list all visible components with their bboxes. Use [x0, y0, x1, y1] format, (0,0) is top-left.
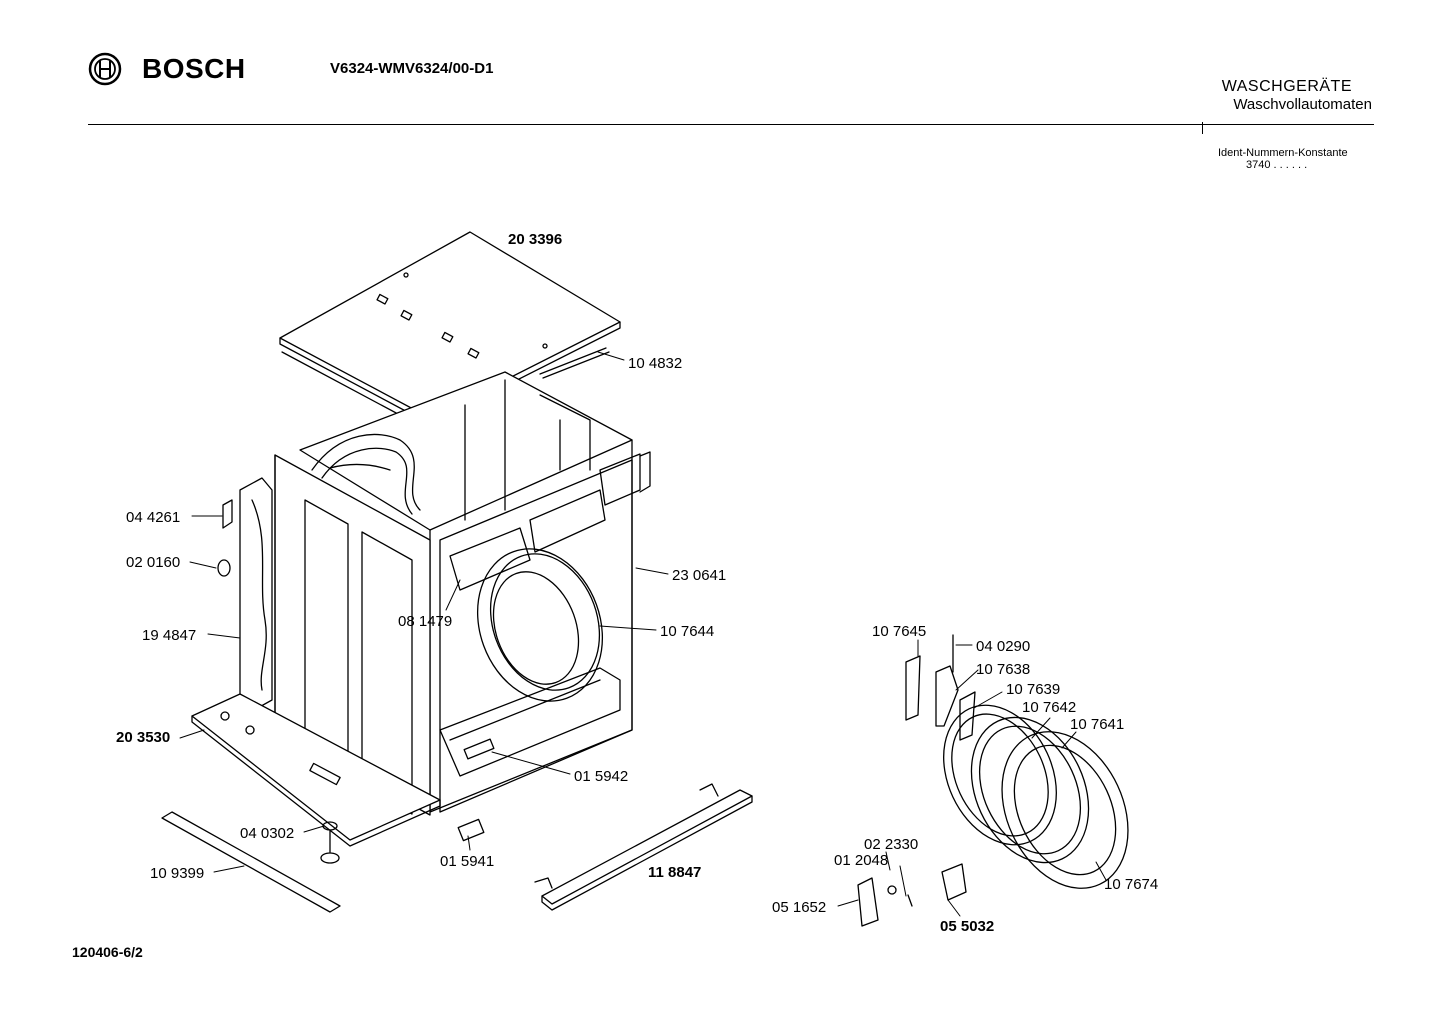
label-015941: 01 5941 — [440, 853, 494, 870]
category-subtitle: Waschvollautomaten — [1233, 96, 1372, 113]
label-040302: 04 0302 — [240, 825, 294, 842]
document-number: 120406-6/2 — [72, 944, 143, 960]
left-frame — [239, 477, 273, 716]
label-081479: 08 1479 — [398, 613, 452, 630]
clip-020160 — [217, 559, 231, 577]
label-107674: 10 7674 — [1104, 876, 1158, 893]
label-230641: 23 0641 — [672, 567, 726, 584]
header-rule — [88, 124, 1374, 125]
bracket-044261 — [222, 499, 233, 529]
label-109399: 10 9399 — [150, 865, 204, 882]
door-rings — [943, 704, 1129, 889]
label-015942: 01 5942 — [574, 768, 628, 785]
door-hinge-parts — [905, 634, 976, 741]
label-107641: 10 7641 — [1070, 716, 1124, 733]
bracket-015941 — [457, 818, 485, 842]
bosch-logo-icon — [88, 52, 122, 86]
label-044261: 04 4261 — [126, 509, 180, 526]
label-040290: 04 0290 — [976, 638, 1030, 655]
label-055032: 05 5032 — [940, 918, 994, 935]
label-194847: 19 4847 — [142, 627, 196, 644]
cabinet-body — [274, 371, 651, 816]
model-number: V6324-WMV6324/00-D1 — [330, 60, 494, 77]
ident-label: Ident-Nummern-Konstante — [1218, 147, 1348, 159]
label-203530: 20 3530 — [116, 729, 170, 746]
label-012048: 01 2048 — [834, 852, 888, 869]
base-plate — [191, 693, 441, 847]
plinth-118847 — [534, 783, 753, 911]
label-107642: 10 7642 — [1022, 699, 1076, 716]
door-lock-parts — [857, 863, 967, 927]
part-labels: 20 3396 10 4832 04 4261 02 0160 23 0641 … — [116, 231, 1158, 935]
label-107644: 10 7644 — [660, 623, 714, 640]
strip-109399 — [161, 811, 341, 913]
label-203396: 20 3396 — [508, 231, 562, 248]
label-020160: 02 0160 — [126, 554, 180, 571]
label-107645: 10 7645 — [872, 623, 926, 640]
brand-block: BOSCH — [88, 52, 246, 86]
label-107639: 10 7639 — [1006, 681, 1060, 698]
label-118847: 11 8847 — [648, 864, 701, 881]
category-title: WASCHGERÄTE — [1221, 78, 1352, 95]
label-107638: 10 7638 — [976, 661, 1030, 678]
brand-name: BOSCH — [142, 53, 246, 84]
label-051652: 05 1652 — [772, 899, 826, 916]
label-022330: 02 2330 — [864, 836, 918, 853]
foot-screw — [320, 821, 340, 864]
label-104832: 10 4832 — [628, 355, 682, 372]
cover-strip — [539, 347, 610, 379]
ident-value: 3740 . . . . . . — [1246, 159, 1308, 171]
header-rule-tick — [1202, 122, 1203, 134]
leader-lines — [179, 351, 1107, 917]
